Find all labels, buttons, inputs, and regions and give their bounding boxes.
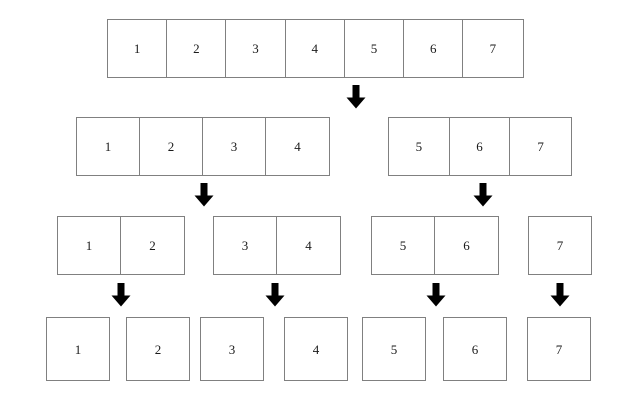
array-cell: 2 xyxy=(121,217,184,274)
array-cell: 6 xyxy=(444,318,506,380)
leaf-5: 5 xyxy=(362,317,426,381)
array-cell: 7 xyxy=(529,217,591,274)
array-cell: 5 xyxy=(344,20,405,77)
leaf-6: 6 xyxy=(443,317,507,381)
leaf-1: 1 xyxy=(46,317,110,381)
down-arrow-icon xyxy=(346,85,366,109)
array-cell: 7 xyxy=(463,20,523,77)
array-cell: 7 xyxy=(510,118,571,175)
array-cell: 2 xyxy=(167,20,227,77)
array-cell: 5 xyxy=(389,118,450,175)
down-arrow-icon xyxy=(111,283,131,307)
group-7: 7 xyxy=(528,216,592,275)
down-arrow-icon xyxy=(194,183,214,207)
down-arrow-icon xyxy=(550,283,570,307)
array-cell: 1 xyxy=(77,118,140,175)
array-cell: 3 xyxy=(214,217,278,274)
array-cell: 4 xyxy=(285,318,347,380)
array-cell: 6 xyxy=(449,118,511,175)
array-cell: 6 xyxy=(404,20,464,77)
array-cell: 2 xyxy=(140,118,203,175)
leaf-7: 7 xyxy=(527,317,591,381)
array-cell: 2 xyxy=(127,318,189,380)
down-arrow-icon xyxy=(426,283,446,307)
leaf-2: 2 xyxy=(126,317,190,381)
down-arrow-icon xyxy=(473,183,493,207)
array-cell: 3 xyxy=(226,20,286,77)
array-cell: 6 xyxy=(435,217,498,274)
array-cell: 3 xyxy=(201,318,263,380)
array-cell: 5 xyxy=(372,217,436,274)
array-cell: 3 xyxy=(203,118,266,175)
leaf-3: 3 xyxy=(200,317,264,381)
array-cell: 4 xyxy=(285,20,345,77)
array-cell: 5 xyxy=(363,318,425,380)
down-arrow-icon xyxy=(265,283,285,307)
array-cell: 7 xyxy=(528,318,590,380)
array-cell: 1 xyxy=(58,217,122,274)
leaf-4: 4 xyxy=(284,317,348,381)
array-cell: 1 xyxy=(108,20,168,77)
array-cell: 4 xyxy=(266,118,329,175)
array-cell: 1 xyxy=(47,318,109,380)
array-cell: 4 xyxy=(277,217,340,274)
